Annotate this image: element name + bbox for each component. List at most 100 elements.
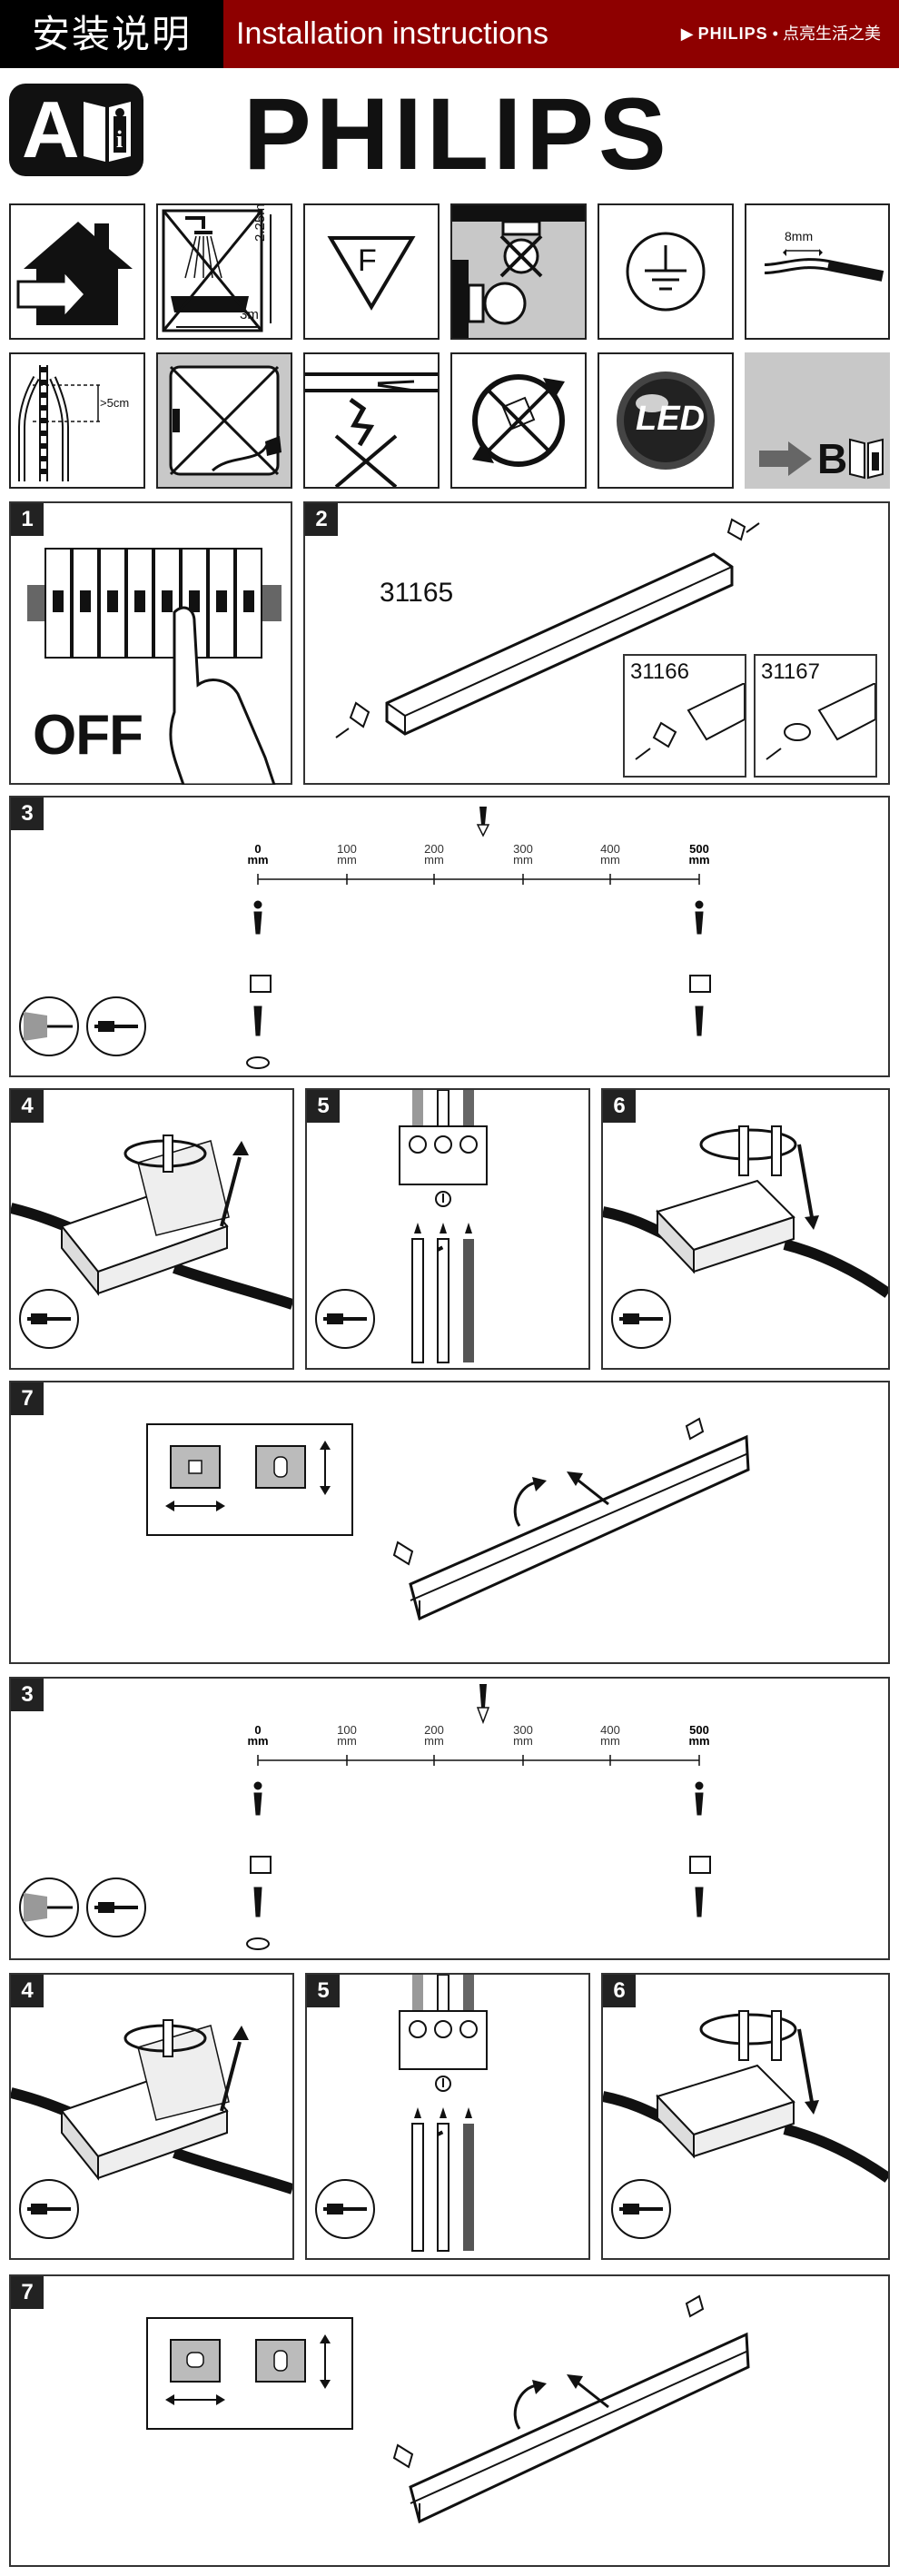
wires-clearance-icon	[18, 365, 102, 481]
step-2-panel: 2 31165 31166 31167	[303, 501, 890, 785]
off-label: OFF	[33, 704, 143, 767]
model-31167-inset: 31167	[754, 654, 877, 778]
ruler-unit-300: mm	[513, 853, 533, 867]
step-7-panel-b: 7	[9, 2274, 890, 2567]
manual-book-icon: i	[84, 102, 131, 162]
breaker-panel-icon	[27, 548, 282, 659]
luminaire-bar-icon	[335, 518, 760, 738]
step-6-panel-a: 6	[601, 1088, 890, 1370]
header-slogan: 点亮生活之美	[783, 25, 881, 43]
step-7-number-b: 7	[11, 2276, 44, 2309]
step-3-panel-a: 3 0 mm 100 mm 200 mm 300 mm 400 mm 500 m…	[9, 796, 890, 1077]
ruler-tick-500: 500	[689, 842, 709, 856]
clip-mount-icon-b	[146, 2294, 750, 2524]
goto-b-tile[interactable]: B	[745, 352, 890, 489]
play-icon: ▶	[680, 25, 694, 43]
step-5-number-b: 5	[307, 1975, 340, 2007]
model-31167: 31167	[761, 659, 820, 684]
f-mark-tile: F	[303, 203, 440, 340]
ruler-tick-100: 100	[337, 842, 357, 856]
step-3-panel-b: 3 0 mm 100 mm 200 mm 300 mm 400 mm 500 m…	[9, 1677, 890, 1960]
no-damaged-cable-tile	[303, 352, 440, 489]
section-b-letter: B	[817, 435, 848, 482]
cable-cross-icon	[305, 372, 438, 487]
terminal-block-icon	[315, 1090, 488, 1363]
earth-tile	[598, 203, 734, 340]
ruler-unit-100: mm	[337, 853, 357, 867]
ruler-b-tick-400: 400	[600, 1723, 620, 1737]
ruler-b-tick-500: 500	[689, 1723, 709, 1737]
shower-crossed-icon	[162, 209, 272, 332]
model-31165: 31165	[380, 578, 454, 608]
wire-clearance-tile: >5cm	[9, 352, 145, 489]
terminal-block-icon-b	[315, 1975, 488, 2252]
clearance-label: >5cm	[100, 396, 130, 410]
led-badge-icon	[617, 372, 715, 470]
wire-strip-icon	[764, 249, 884, 282]
ruler-b-unit-300: mm	[513, 1734, 533, 1748]
ruler-b-unit-100: mm	[337, 1734, 357, 1748]
step-5-panel-b: 5	[305, 1973, 590, 2260]
ruler-b-unit-0: mm	[247, 1734, 269, 1748]
indoor-use-tile	[9, 203, 145, 340]
step-6-panel-b: 6	[601, 1973, 890, 2260]
step-5-number-a: 5	[307, 1090, 340, 1123]
no-rotate-tile	[450, 352, 587, 489]
no-plug-tile	[156, 352, 292, 489]
section-a-letter: A	[22, 84, 80, 174]
house-arrow-icon	[16, 222, 133, 325]
header-brand-name: PHILIPS	[697, 25, 768, 43]
ruler-unit-200: mm	[424, 853, 444, 867]
strip-length-label: 8mm	[785, 229, 814, 243]
ruler-b-unit-200: mm	[424, 1734, 444, 1748]
model-31166-inset: 31166	[623, 654, 746, 778]
ruler-b-tick-300: 300	[513, 1723, 533, 1737]
arrow-right-icon	[759, 441, 812, 476]
step-1-panel: 1 OFF	[9, 501, 292, 785]
bulb-crossed-icon	[452, 205, 585, 338]
junction-box-closed-icon	[603, 1125, 888, 1349]
end-cap-round-icon	[766, 683, 875, 760]
ruler-b-tick-100: 100	[337, 1723, 357, 1737]
step-4-panel-b: 4	[9, 1973, 294, 2260]
step-7-panel-a: 7	[9, 1381, 890, 1664]
led-text: LED	[636, 400, 705, 438]
header-bar: 安装说明 Installation instructions ▶ PHILIPS…	[0, 0, 899, 68]
step-4-number-a: 4	[11, 1090, 44, 1123]
step-2-number: 2	[305, 503, 338, 536]
junction-box-open-icon-b	[11, 2019, 292, 2239]
philips-logo: PHILIPS	[243, 77, 671, 191]
step-7-number-a: 7	[11, 1382, 44, 1415]
bathroom-zone-tile: 2.25m 3m	[156, 203, 292, 340]
step-3-number-b: 3	[11, 1679, 44, 1711]
no-plug-icon	[169, 365, 282, 476]
ruler-b-tick-0: 0	[254, 1723, 262, 1737]
ruler-tick-400: 400	[600, 842, 620, 856]
ruler-unit-0: mm	[247, 853, 269, 867]
ruler-b-unit-400: mm	[600, 1734, 620, 1748]
model-31166: 31166	[630, 659, 689, 684]
junction-box-open-icon	[11, 1134, 292, 1349]
width-label: 3m	[240, 307, 259, 322]
no-lamp-tile	[450, 203, 587, 340]
header-separator: •	[772, 25, 778, 43]
height-label: 2.25m	[252, 203, 268, 242]
step-1-number: 1	[11, 503, 44, 536]
end-cap-icon	[635, 683, 745, 760]
hand-pointer-icon	[169, 606, 276, 785]
step-6-number-a: 6	[603, 1090, 636, 1123]
rotation-crossed-icon	[472, 374, 565, 467]
step-6-number-b: 6	[603, 1975, 636, 2007]
svg-text:i: i	[116, 126, 123, 153]
step-3-number-a: 3	[11, 798, 44, 830]
step-4-number-b: 4	[11, 1975, 44, 2007]
junction-box-closed-icon-b	[603, 2010, 888, 2239]
ruler-tick-300: 300	[513, 842, 533, 856]
section-a-badge: A i	[9, 84, 143, 176]
triangle-f-icon	[327, 236, 416, 311]
header-title-zh: 安装说明	[0, 0, 223, 68]
mounting-layout-icon-b	[19, 1684, 711, 1950]
step-5-panel-a: 5	[305, 1088, 590, 1370]
ruler-b-unit-500: mm	[688, 1734, 710, 1748]
